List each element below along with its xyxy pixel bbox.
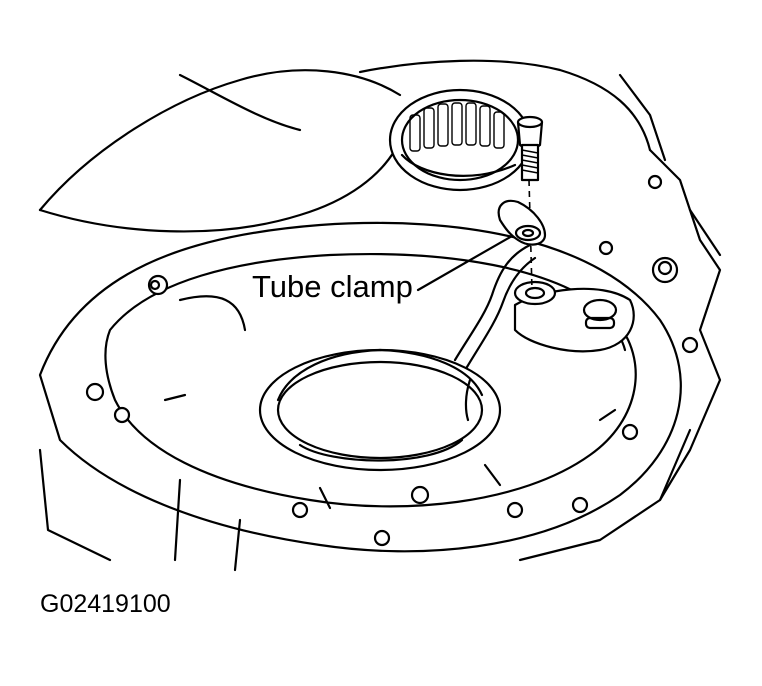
inner-bore	[258, 348, 502, 472]
case-background	[38, 59, 722, 562]
callout-label-background	[248, 266, 416, 304]
figure-code: G02419100	[40, 590, 171, 618]
callout-label: Tube clamp	[252, 269, 413, 304]
oil-tube	[453, 243, 537, 422]
mounting-boss	[513, 287, 635, 353]
bolt-mount-hole	[513, 280, 557, 306]
callout-leader-line	[416, 234, 514, 292]
case-lower-edge	[38, 428, 692, 572]
flange-bolt-holes	[85, 174, 699, 547]
bolt-part	[516, 115, 544, 182]
spline-bearing	[388, 88, 532, 192]
tube-clamp-part	[497, 199, 547, 246]
